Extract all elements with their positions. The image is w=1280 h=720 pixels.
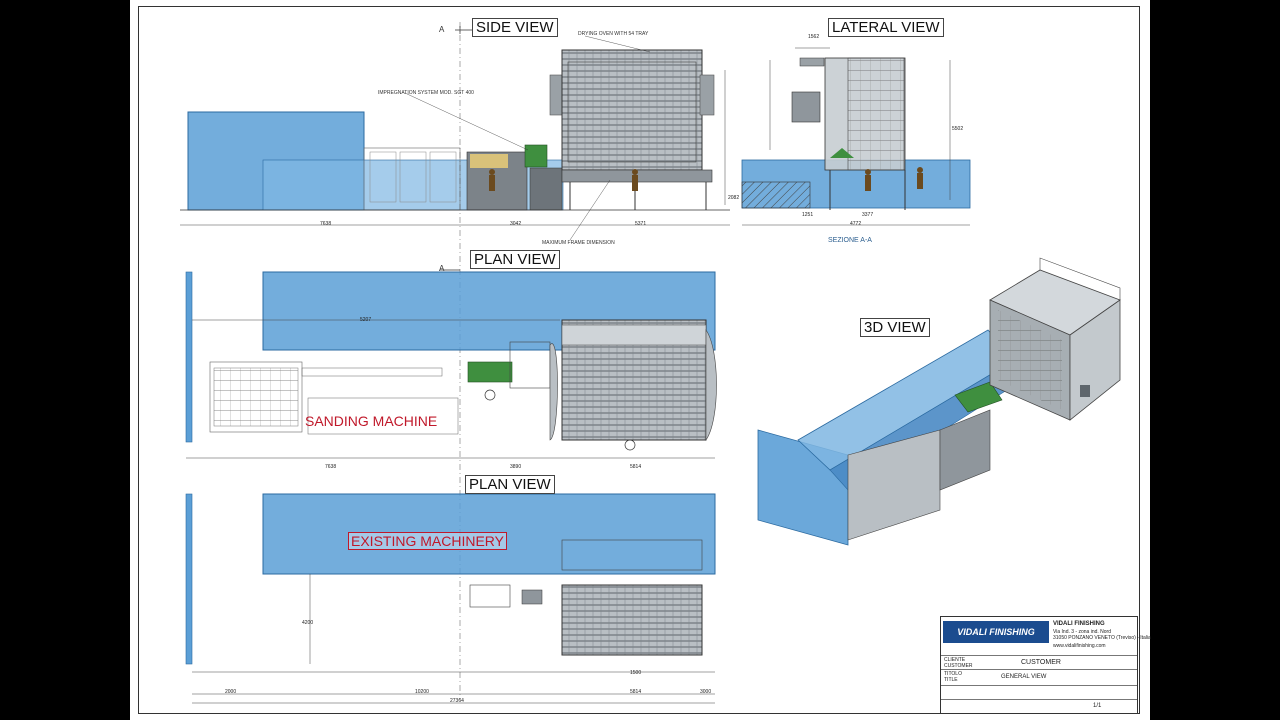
- dim-plan2-5: 27364: [450, 698, 464, 704]
- dim-side-1: 7638: [320, 221, 332, 227]
- lateral-view-label: LATERAL VIEW: [828, 18, 944, 37]
- dim-plan2-7: 1500: [630, 670, 642, 676]
- dim-side-3: 5371: [635, 221, 647, 227]
- side-view-label: SIDE VIEW: [472, 18, 558, 37]
- drawing-frame: [138, 6, 1140, 714]
- dim-plan2-4: 3000: [700, 689, 712, 695]
- dim-lat-2: 4772: [850, 221, 862, 227]
- title-label: TITOLO: [944, 671, 962, 677]
- dim-plan2-3: 5814: [630, 689, 642, 695]
- max-frame-note: MAXIMUM FRAME DIMENSION: [542, 240, 615, 246]
- plan-view-bottom-drawing: [185, 493, 716, 704]
- plan-view-bottom-label: PLAN VIEW: [465, 475, 555, 494]
- sanding-machine-label: SANDING MACHINE: [305, 413, 438, 429]
- 3d-view-label: 3D VIEW: [860, 318, 930, 337]
- company-name: VIDALI FINISHING: [1053, 621, 1105, 627]
- title-value: GENERAL VIEW: [1001, 674, 1047, 680]
- title-block: VIDALI FINISHING VIDALI FINISHING Via In…: [940, 616, 1151, 714]
- plan-view-top-drawing: [185, 269, 717, 459]
- dim-plan2-2: 10200: [415, 689, 429, 695]
- dim-plan2-1: 2000: [225, 689, 237, 695]
- dim-plan1-3: 3890: [510, 464, 522, 470]
- client-label-en: CUSTOMER: [944, 663, 973, 669]
- drawing-sheet: SIDE VIEW LATERAL VIEW PLAN VIEW PLAN VI…: [130, 0, 1151, 720]
- company-contacts: www.vidalifinishing.com: [1053, 643, 1106, 649]
- dim-plan1-4: 5814: [630, 464, 642, 470]
- dim-plan1-1: 5207: [360, 317, 372, 323]
- plan-view-top-label: PLAN VIEW: [470, 250, 560, 269]
- dim-lat-4: 5502: [952, 126, 964, 132]
- section-marker-top: A: [439, 25, 445, 34]
- client-label: CLIENTE: [944, 657, 966, 663]
- dim-side-2: 3042: [510, 221, 522, 227]
- dim-side-4: 2082: [728, 195, 740, 201]
- drying-oven-note: DRYING OVEN WITH 54 TRAY: [578, 31, 649, 37]
- dim-lat-1: 1251: [802, 212, 814, 218]
- drawing-canvas: [180, 22, 1121, 704]
- 3d-view-drawing: [757, 257, 1121, 546]
- lateral-view-drawing: [741, 47, 971, 226]
- dim-lat-3: 3377: [862, 212, 874, 218]
- dim-plan1-2: 7638: [325, 464, 337, 470]
- section-name: SEZIONE A-A: [828, 237, 872, 244]
- dim-lat-5: 1562: [808, 34, 820, 40]
- existing-machinery-label: EXISTING MACHINERY: [348, 532, 507, 550]
- company-address-1: Via Ind. 3 - zona ind. Nord: [1053, 629, 1111, 635]
- impregnation-note: IMPREGNATION SYSTEM MOD. SGT 400: [378, 90, 474, 96]
- sheet-value: 1/1: [1093, 703, 1102, 709]
- side-view-drawing: [180, 22, 730, 700]
- title-label-en: TITLE: [944, 677, 958, 683]
- company-address-2: 31050 PONZANO VENETO (Treviso) - Italia: [1053, 635, 1151, 641]
- dim-plan2-6: 4200: [302, 620, 314, 626]
- section-marker-plan: A: [439, 264, 445, 273]
- company-logo: VIDALI FINISHING: [943, 621, 1049, 643]
- client-value: CUSTOMER: [1021, 659, 1061, 666]
